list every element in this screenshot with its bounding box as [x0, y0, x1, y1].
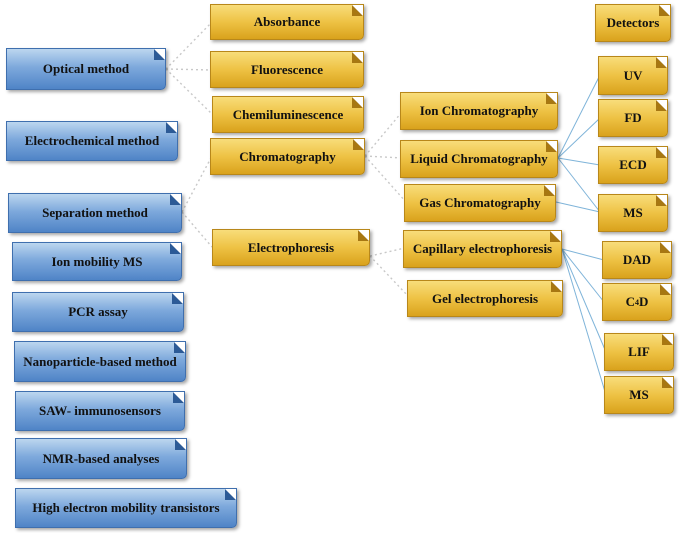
link-chromatography-ion — [364, 111, 403, 157]
electrophoresis-gel: Gel electrophoresis — [407, 280, 563, 317]
optical-fluorescence: Fluorescence — [210, 51, 364, 88]
link-lc-fd — [557, 117, 601, 159]
separation-chromatography: Chromatography — [210, 138, 365, 175]
separation-electrophoresis: Electrophoresis — [212, 229, 370, 266]
link-ce-lif — [561, 248, 607, 353]
method-hemt: High electron mobility transistors — [15, 488, 237, 528]
detector-uv: UV — [598, 56, 668, 95]
chromatography-ion: Ion Chromatography — [400, 92, 558, 130]
method-optical: Optical method — [6, 48, 166, 90]
link-chromatography-gas — [364, 155, 407, 203]
optical-absorbance: Absorbance — [210, 4, 364, 40]
link-ce-dad — [561, 248, 605, 261]
method-separation: Separation method — [8, 193, 182, 233]
method-nanoparticle: Nanoparticle-based method — [14, 341, 186, 382]
detector-c4d-c: C — [625, 294, 635, 309]
link-optical-chemiluminescence — [165, 68, 213, 115]
link-optical-absorbance — [165, 21, 213, 70]
link-electrophoresis-capillary — [369, 247, 406, 257]
detector-c4d-d: D — [639, 294, 649, 309]
link-separation-electrophoresis — [181, 211, 213, 248]
method-nmr: NMR-based analyses — [15, 438, 187, 479]
detector-dad: DAD — [602, 241, 672, 279]
method-ion-mobility-ms: Ion mobility MS — [12, 242, 182, 281]
link-ce-ms — [561, 248, 607, 396]
link-chromatography-liquid — [364, 155, 403, 159]
link-lc-uv — [557, 74, 601, 159]
link-separation-chromatography — [181, 155, 213, 213]
method-pcr-assay: PCR assay — [12, 292, 184, 332]
optical-chemiluminescence: Chemiluminescence — [212, 96, 364, 133]
link-optical-fluorescence — [165, 68, 213, 71]
detector-lif: LIF — [604, 333, 674, 371]
method-saw-immunosensors: SAW- immunosensors — [15, 391, 185, 431]
detector-ms-ce: MS — [604, 376, 674, 414]
detector-c4d-superscript: 4 — [635, 297, 639, 307]
link-ce-c4d — [561, 248, 605, 303]
method-electrochemical: Electrochemical method — [6, 121, 178, 161]
link-lc-ms — [557, 157, 601, 213]
link-lc-ecd — [557, 157, 601, 166]
detector-ms-lc: MS — [598, 194, 668, 232]
electrophoresis-capillary: Capillary electrophoresis — [403, 230, 562, 268]
chromatography-liquid: Liquid Chromatography — [400, 140, 558, 178]
detector-ecd: ECD — [598, 146, 668, 184]
detectors-header: Detectors — [595, 4, 671, 42]
chromatography-gas: Gas Chromatography — [404, 184, 556, 222]
link-gc-ms — [555, 201, 601, 213]
detector-fd: FD — [598, 99, 668, 137]
